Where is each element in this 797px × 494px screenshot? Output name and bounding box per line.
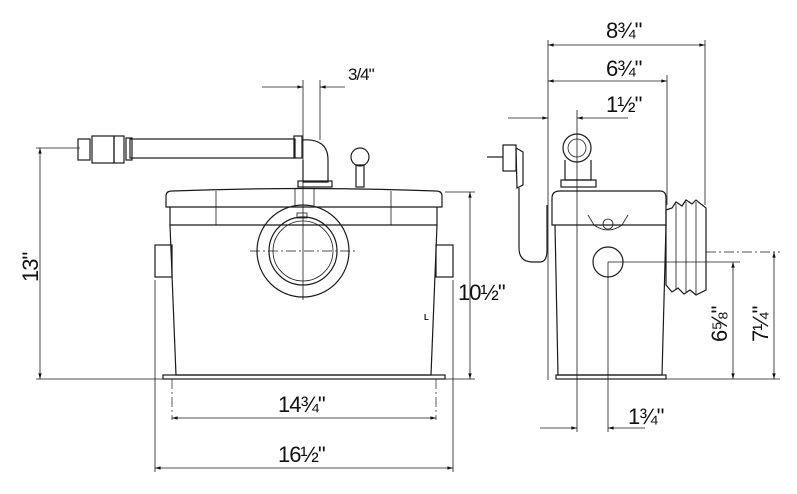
discharge-pipe [77, 135, 333, 188]
dim-total-height-label: 13" [18, 253, 43, 282]
tank-body [169, 224, 438, 376]
mark-l: L [424, 313, 429, 322]
dim-body-height-label: 10½" [458, 280, 505, 305]
power-cord [487, 144, 548, 263]
dim-inlet-center-height-label: 6⅝" [707, 306, 732, 342]
side-view: 8¾" 6¾" 1½" 6⅝" 7¼" 1¾" [487, 18, 780, 432]
dim-body-depth-label: 6¾" [606, 56, 642, 81]
vent-valve [350, 147, 370, 188]
dim-inner-width-label: 14¾" [278, 392, 325, 417]
front-view: L 3/4" 13" 10½" 14¾" 16½" [18, 65, 506, 472]
inlet-bellows [665, 199, 707, 296]
dim-outlet-label: 3/4" [348, 65, 375, 84]
dim-overall-width-label: 16½" [278, 442, 325, 467]
dim-side-inlet-offset-label: 1¾" [628, 404, 664, 429]
dim-inlet-top-height-label: 7¼" [748, 306, 773, 342]
side-inlet-right [435, 244, 454, 278]
dim-outlet-offset-label: 1½" [606, 92, 642, 117]
dim-overall-depth-label: 8¾" [606, 18, 642, 43]
side-inlet-left [154, 244, 173, 278]
lid [165, 187, 443, 208]
